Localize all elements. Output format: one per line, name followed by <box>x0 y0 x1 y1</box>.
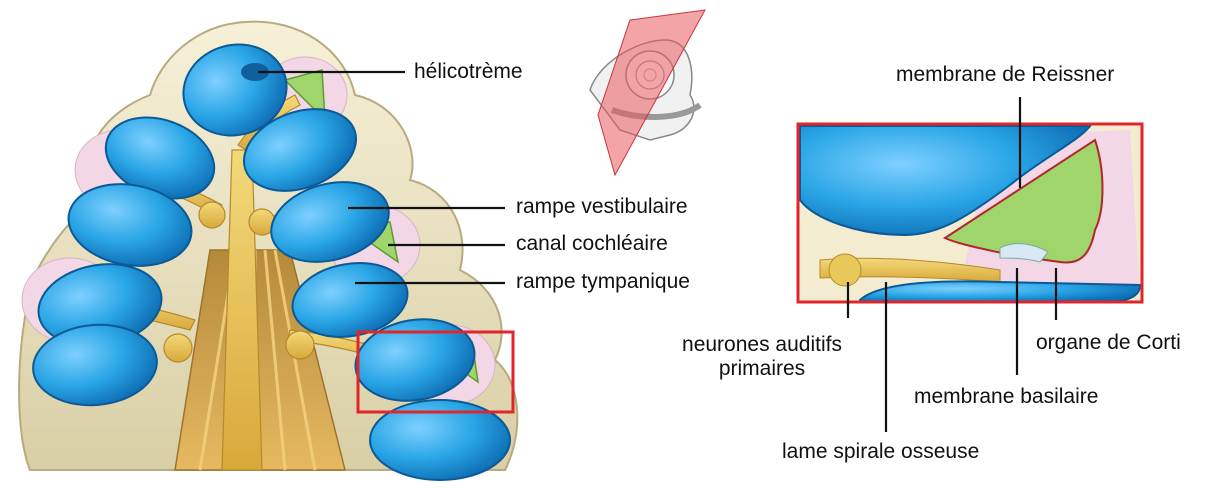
label-lame-spirale-osseuse: lame spirale osseuse <box>782 440 979 464</box>
label-membrane-reissner: membrane de Reissner <box>896 63 1114 87</box>
corti-detail <box>798 124 1142 302</box>
label-neurones-line2: primaires <box>662 357 862 381</box>
label-neurones-auditifs: neurones auditifs primaires <box>662 333 862 381</box>
label-neurones-line1: neurones auditifs <box>662 333 862 357</box>
label-rampe-tympanique: rampe tympanique <box>516 270 690 294</box>
label-helicotreme: hélicotrème <box>414 60 523 84</box>
label-membrane-basilaire: membrane basilaire <box>914 385 1098 409</box>
scala-tympani-detail <box>860 281 1140 302</box>
label-canal-cochleaire: canal cochléaire <box>516 232 668 256</box>
label-rampe-vestibulaire: rampe vestibulaire <box>516 195 688 219</box>
label-organe-corti: organe de Corti <box>1036 331 1181 355</box>
cochlea-section <box>19 22 517 480</box>
cochlea-orientation-icon <box>590 10 705 175</box>
